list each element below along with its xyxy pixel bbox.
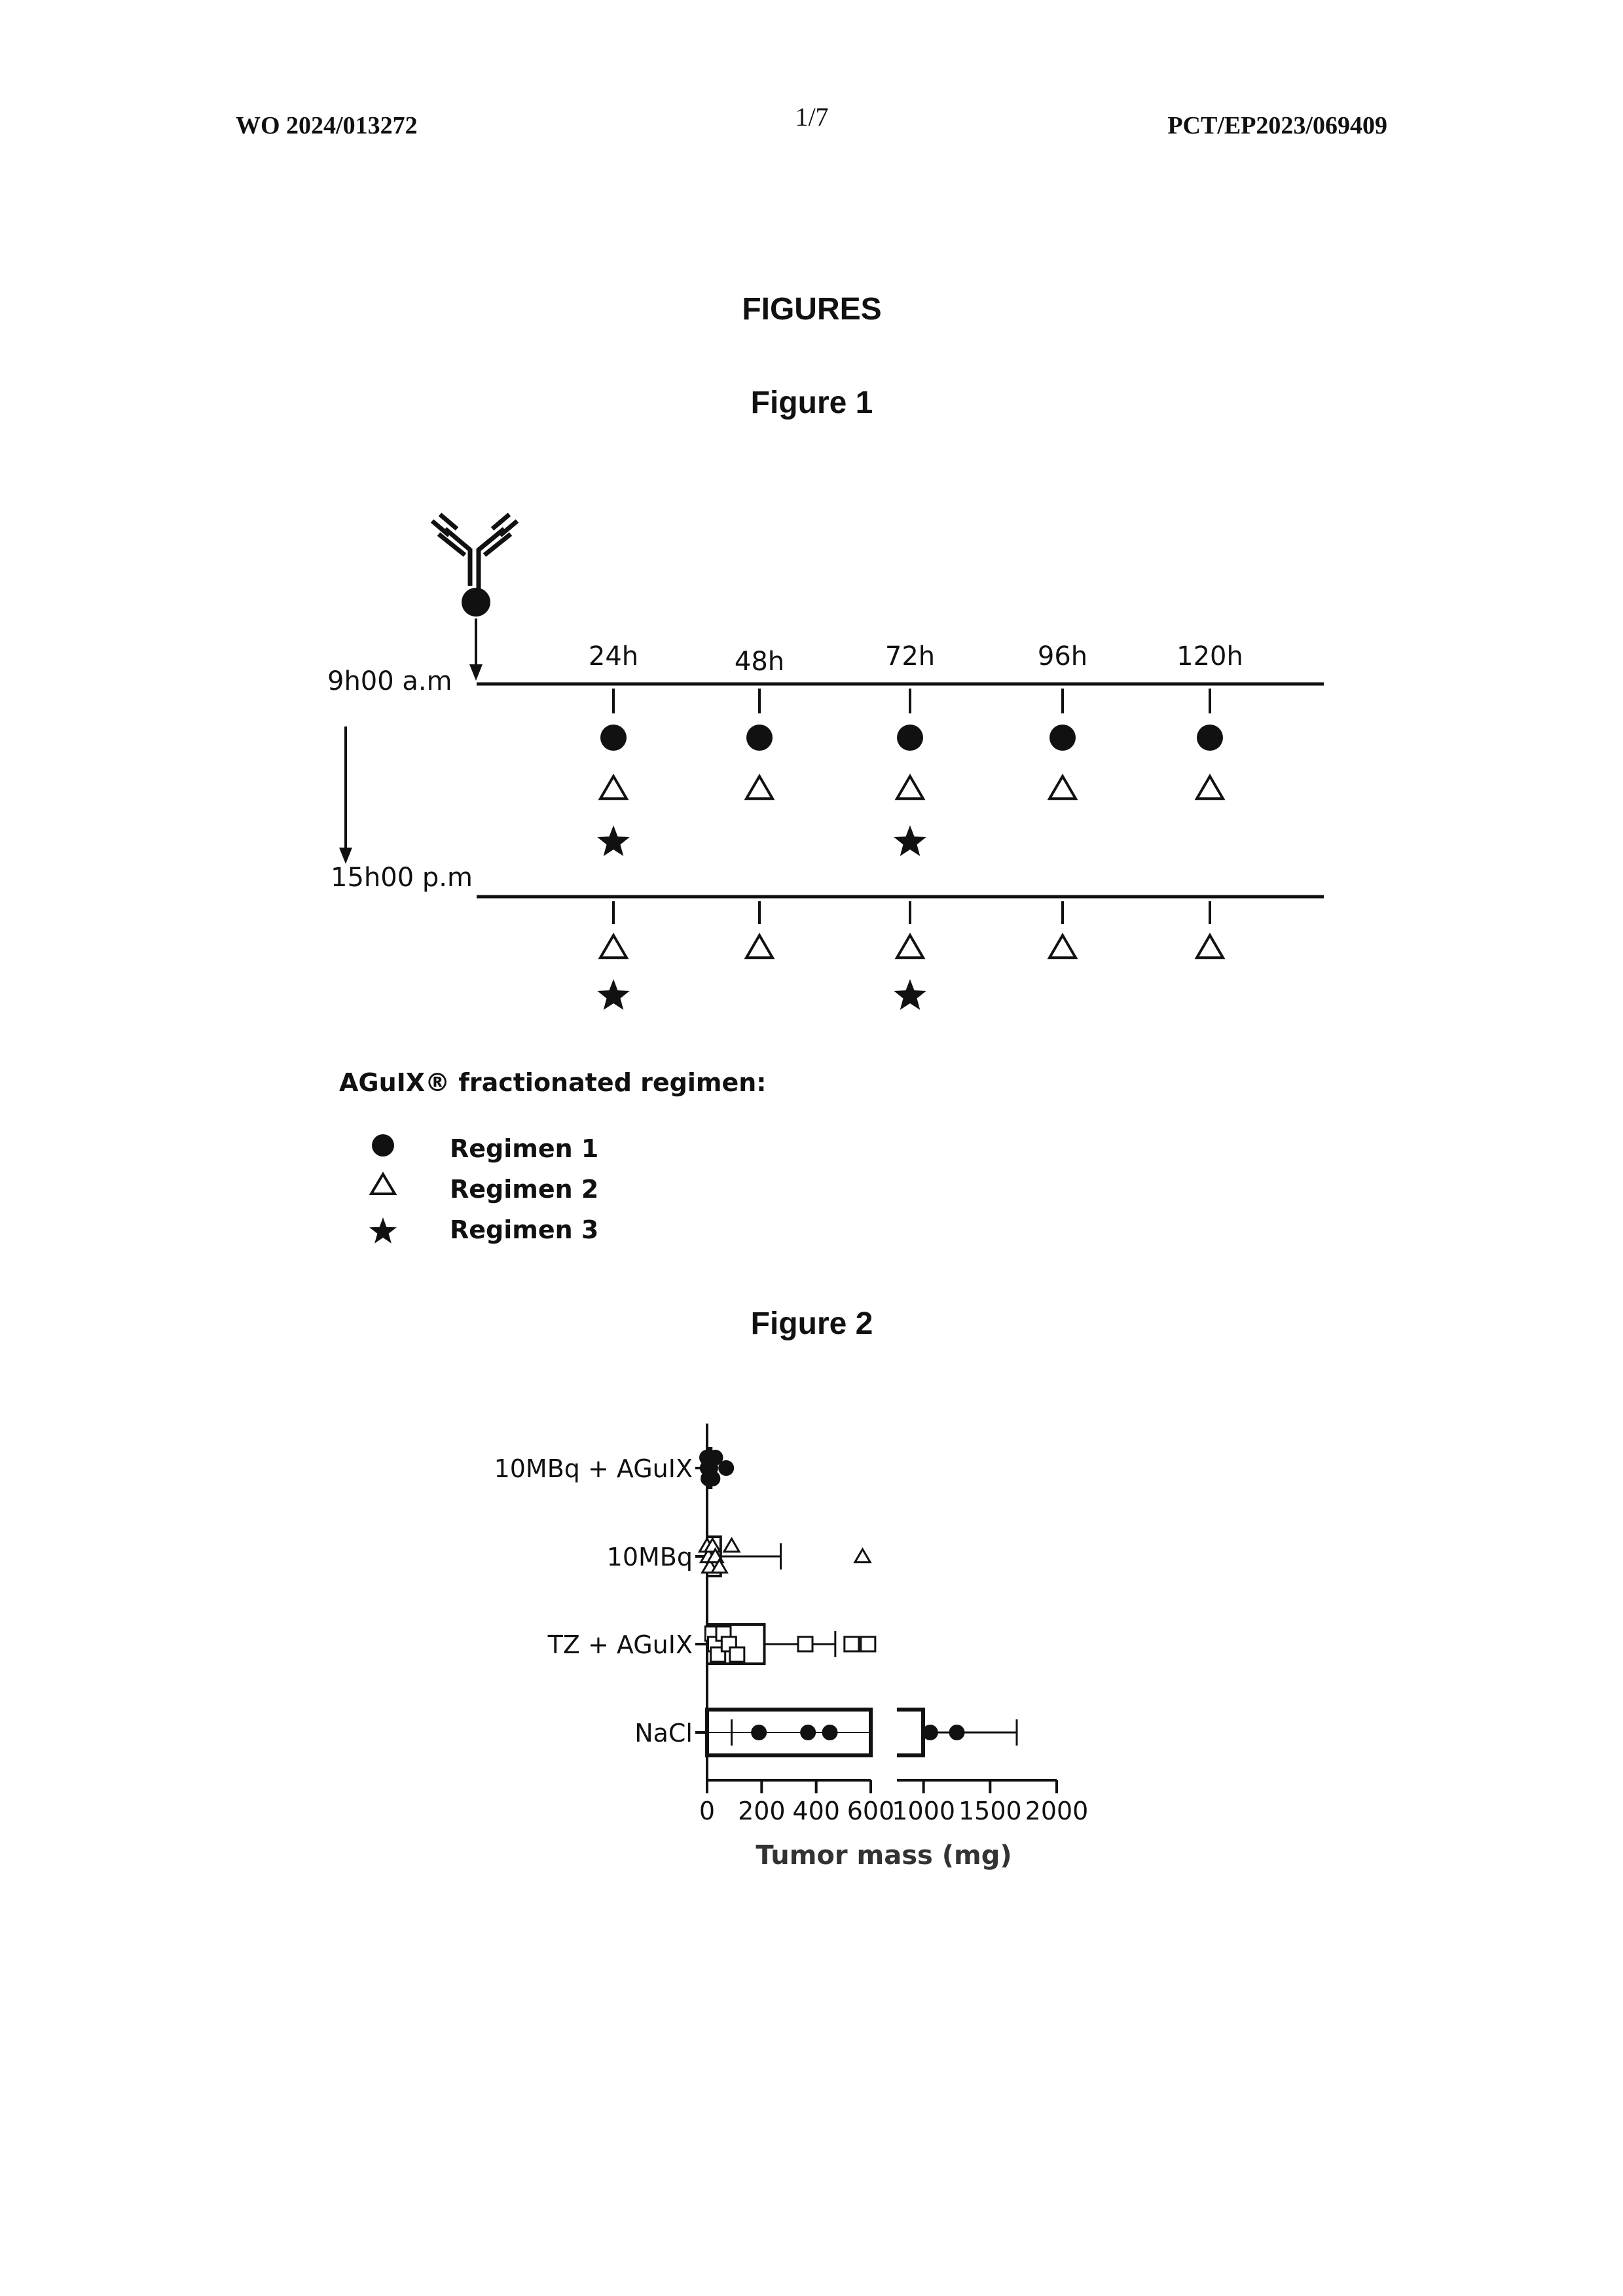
x-tick-label: 1500 xyxy=(958,1797,1022,1825)
x-tick-label: 0 xyxy=(699,1797,715,1825)
data-point xyxy=(704,1471,720,1486)
data-point xyxy=(730,1647,744,1662)
data-point xyxy=(718,1460,734,1476)
category-label: NaCl xyxy=(634,1719,693,1748)
x-axis-title: Tumor mass (mg) xyxy=(756,1840,1012,1871)
data-point xyxy=(861,1637,875,1651)
data-point xyxy=(724,1539,739,1552)
x-tick-label: 1000 xyxy=(892,1797,955,1825)
mean-bar-continued xyxy=(897,1710,923,1755)
data-point xyxy=(822,1725,838,1740)
category-label: 10MBq + AGuIX xyxy=(494,1454,693,1483)
x-tick-label: 400 xyxy=(792,1797,840,1825)
data-point xyxy=(798,1637,812,1651)
x-tick-label: 2000 xyxy=(1025,1797,1089,1825)
data-point xyxy=(949,1725,965,1740)
data-point xyxy=(751,1725,767,1740)
category-label: TZ + AGuIX xyxy=(547,1630,693,1659)
category-label: 10MBq xyxy=(607,1543,693,1571)
data-point xyxy=(800,1725,816,1740)
data-point xyxy=(922,1725,938,1740)
x-tick-label: 600 xyxy=(847,1797,895,1825)
data-point xyxy=(845,1637,859,1651)
data-point xyxy=(855,1549,870,1562)
x-tick-label: 200 xyxy=(738,1797,786,1825)
